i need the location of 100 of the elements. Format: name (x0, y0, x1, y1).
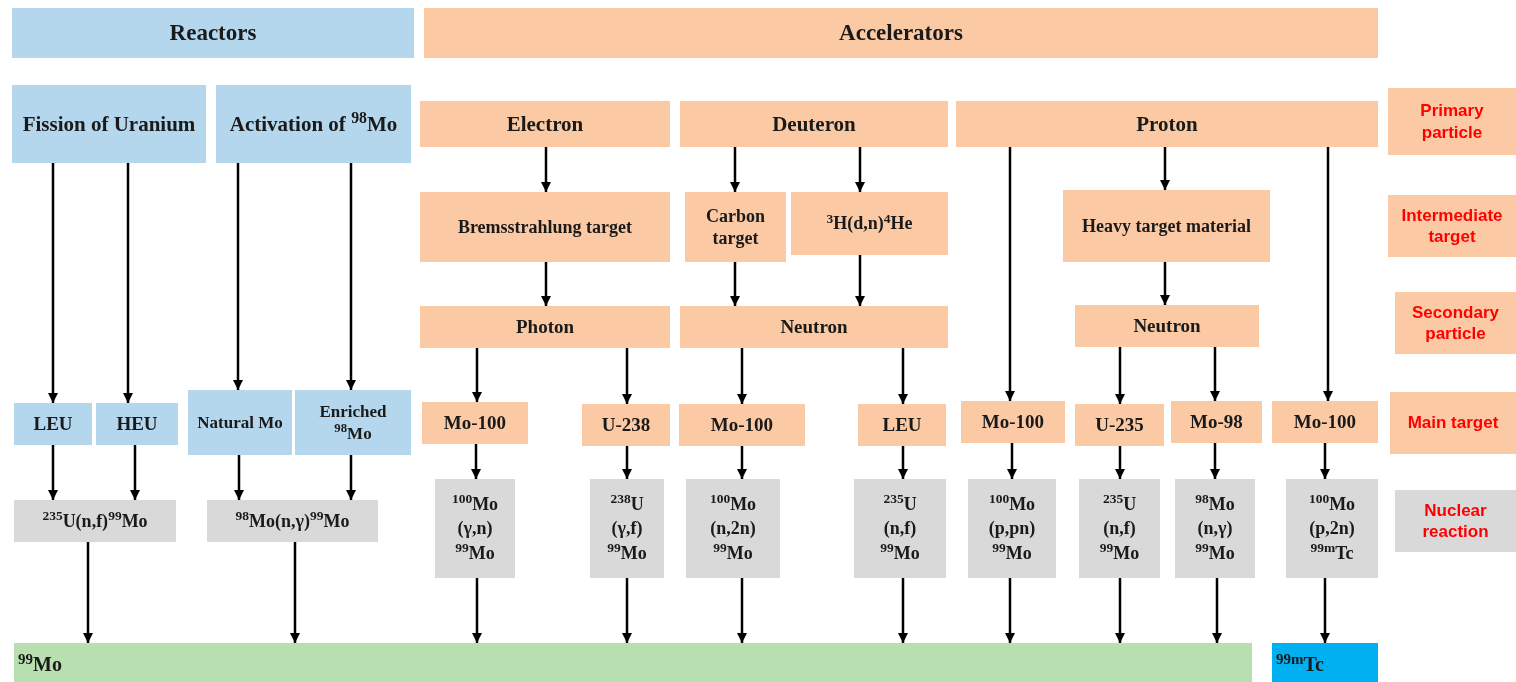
node-label: Bremsstrahlung target (456, 215, 634, 239)
node-label: Photon (514, 315, 576, 339)
node-label: Proton (1135, 110, 1199, 138)
arrow (130, 445, 140, 500)
node-label: Mo-100 (980, 410, 1046, 434)
node-label: Enriched $^{98}$Mo (318, 401, 388, 444)
header-bar (424, 8, 1378, 58)
arrow (48, 445, 58, 500)
target-box (961, 401, 1065, 443)
arrow (855, 255, 865, 306)
node-label: U-238 (600, 413, 652, 437)
reaction-label: $^{100}$Mo (γ,n) $^{99}$Mo (451, 492, 499, 565)
node-label: Mo-100 (442, 411, 508, 435)
reaction-label: $^{100}$Mo (p,2n) $^{99m}$Tc (1308, 492, 1356, 565)
arrow (471, 444, 481, 479)
node-label: Mo-98 (1189, 410, 1244, 434)
node-label: Intermediate target (1400, 204, 1504, 248)
reaction-label: $^{100}$Mo (p,pn) $^{99}$Mo (988, 492, 1036, 565)
arrow (737, 446, 747, 479)
arrow (737, 578, 747, 643)
reaction-box (1079, 479, 1160, 578)
arrow (48, 163, 58, 403)
header-bar (12, 8, 414, 58)
target-box (858, 404, 946, 446)
node-label: Natural Mo (196, 411, 284, 434)
arrow (855, 147, 865, 192)
arrow (1115, 347, 1125, 404)
node-label: $^{235}$U(n,f)$^{99}$Mo (41, 509, 149, 533)
target-box (791, 192, 948, 255)
arrow (234, 455, 244, 500)
arrow (622, 578, 632, 643)
particle-box (420, 306, 670, 348)
arrow (898, 578, 908, 643)
arrow (1115, 446, 1125, 479)
category-box (216, 85, 411, 163)
arrow (1212, 578, 1222, 643)
reaction-label: $^{235}$U (n,f) $^{99}$Mo (880, 492, 920, 565)
reaction-box (968, 479, 1056, 578)
row-label-box (1388, 195, 1516, 257)
arrow (123, 163, 133, 403)
arrow (346, 455, 356, 500)
arrow (1007, 443, 1017, 479)
node-label: Heavy target material (1081, 214, 1252, 238)
reaction-box (14, 500, 176, 542)
arrow (472, 578, 482, 643)
arrow (472, 348, 482, 402)
target-box (1063, 190, 1270, 262)
node-label: Accelerators (838, 18, 964, 47)
reaction-label: $^{100}$Mo (n,2n) $^{99}$Mo (709, 492, 757, 565)
node-label: Electron (505, 110, 585, 138)
arrow (1320, 578, 1330, 643)
reaction-box (1175, 479, 1255, 578)
row-label-box (1388, 88, 1516, 155)
arrow (1210, 347, 1220, 401)
reaction-label: $^{238}$U (γ,f) $^{99}$Mo (607, 492, 647, 565)
particle-box (420, 101, 670, 147)
arrow (730, 262, 740, 306)
node-label: Primary particle (1419, 100, 1485, 143)
node-label: Neutron (779, 315, 849, 339)
node-label: LEU (881, 413, 923, 437)
target-box (1272, 401, 1378, 443)
arrow (1005, 578, 1015, 643)
target-box (1171, 401, 1262, 443)
particle-box (680, 306, 948, 348)
target-box (420, 192, 670, 262)
target-box (295, 390, 411, 455)
node-label: $^{99}$Mo (17, 649, 63, 677)
category-box (12, 85, 206, 163)
target-box (685, 192, 786, 262)
node-label: $^{3}$H(d,n)$^{4}$He (825, 212, 914, 235)
node-label: Activation of $^{98}$Mo (228, 110, 399, 138)
reaction-box (435, 479, 515, 578)
node-label: Reactors (168, 18, 258, 47)
target-box (14, 403, 92, 445)
target-box (422, 402, 528, 444)
node-label: Neutron (1132, 314, 1202, 338)
node-label: U-235 (1094, 413, 1145, 437)
node-label: HEU (115, 412, 159, 436)
reaction-box (590, 479, 664, 578)
arrow (83, 542, 93, 643)
arrow (1160, 147, 1170, 190)
arrow (730, 147, 740, 192)
arrow (1323, 147, 1333, 401)
target-box (188, 390, 292, 455)
particle-box (956, 101, 1378, 147)
arrow (1210, 443, 1220, 479)
arrow (622, 348, 632, 404)
arrow (346, 163, 356, 390)
reaction-label: $^{98}$Mo (n,γ) $^{99}$Mo (1195, 492, 1235, 565)
target-box (96, 403, 178, 445)
reaction-label: $^{235}$U (n,f) $^{99}$Mo (1099, 492, 1140, 565)
arrow (898, 348, 908, 404)
arrow (1160, 262, 1170, 305)
product-bar (14, 643, 1252, 682)
arrow (1005, 147, 1015, 401)
reaction-box (854, 479, 946, 578)
particle-box (680, 101, 948, 147)
node-label: $^{98}$Mo(n,γ)$^{99}$Mo (234, 509, 351, 533)
node-label: Nuclear reaction (1421, 499, 1490, 543)
node-label: Mo-100 (1292, 410, 1358, 434)
